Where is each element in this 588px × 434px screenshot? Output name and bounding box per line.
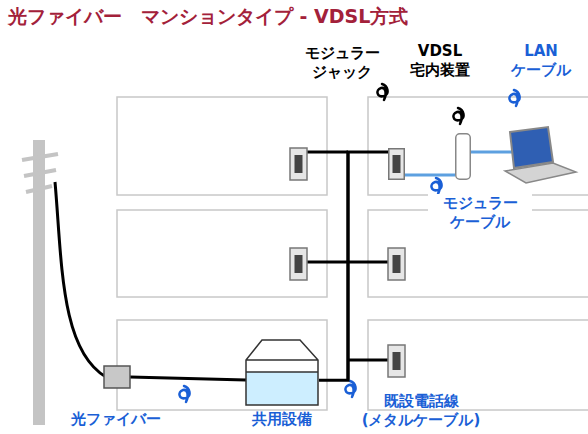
shared-equipment: 共用設備 xyxy=(245,338,319,406)
metal-cable xyxy=(348,359,388,362)
callout-label: 光ファイバー xyxy=(66,410,166,429)
equipment-outline xyxy=(246,340,318,405)
callout-label: LAN ケーブル xyxy=(505,42,577,80)
apartment-unit xyxy=(117,210,327,297)
jack-socket xyxy=(393,255,401,273)
metal-cable xyxy=(307,151,348,154)
metal-cable xyxy=(319,152,388,380)
equipment-lower xyxy=(246,372,318,405)
jack-body xyxy=(389,149,405,180)
vdsl-modem: VDSL 宅内装置 xyxy=(455,133,471,180)
node-shape xyxy=(388,148,405,180)
apartment-unit xyxy=(117,320,327,410)
modular-jack xyxy=(290,248,307,280)
utility-pole xyxy=(33,140,45,425)
apartment-unit xyxy=(368,97,588,195)
lan-cable xyxy=(471,151,513,154)
modular-jack xyxy=(388,345,405,377)
modem-body xyxy=(456,134,471,180)
node-label: モジュラー ジャック xyxy=(296,44,388,82)
modular-jack xyxy=(388,248,405,280)
pole-crossarm xyxy=(22,154,58,160)
fiber-junction-box xyxy=(104,366,130,388)
modular-jack: モジュラー ジャック xyxy=(388,148,405,180)
curly-pointer xyxy=(431,178,441,194)
curly-pointer xyxy=(179,386,189,402)
node-shape xyxy=(245,338,319,406)
curly-pointer xyxy=(377,84,387,100)
apartment-unit xyxy=(117,97,327,195)
jack-socket xyxy=(295,255,303,273)
fiber-line xyxy=(130,377,246,380)
laptop-base xyxy=(505,163,576,183)
connector-group xyxy=(319,152,455,380)
node-label: VDSL 宅内装置 xyxy=(402,42,478,80)
jack-socket xyxy=(393,352,401,370)
callout-label: 既設電話線 (メタルケーブル) xyxy=(350,392,492,430)
diagram-title: 光ファイバー マンションタイプ - VDSL方式 xyxy=(8,4,408,30)
laptop-screen xyxy=(510,127,553,168)
curly-pointer xyxy=(453,108,463,124)
pole-crossarm xyxy=(24,170,56,176)
callout-label: モジュラー ケーブル xyxy=(428,194,532,232)
fiber-line xyxy=(55,182,106,377)
curly-pointer xyxy=(509,90,519,106)
curly-pointer xyxy=(345,381,355,397)
node-shape xyxy=(455,133,471,180)
illustration-group xyxy=(22,84,588,425)
modular-cable xyxy=(405,174,455,177)
modular-jack xyxy=(290,148,307,180)
jack-socket xyxy=(393,155,401,173)
jack-socket xyxy=(295,155,303,173)
pole-crossarm xyxy=(26,186,52,192)
node-label: 共用設備 xyxy=(241,410,323,429)
